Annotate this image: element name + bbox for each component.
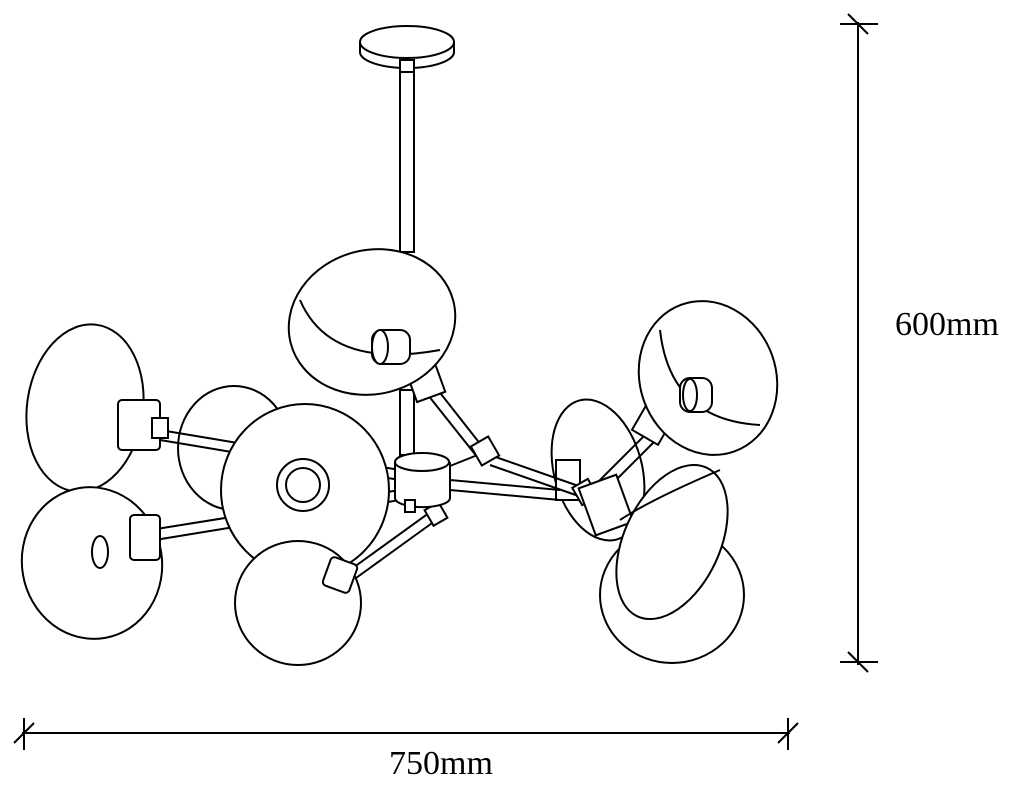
- lamp-shade-left-bottom: [20, 486, 164, 640]
- lamp-shade-front-center: [220, 403, 390, 577]
- down-rod: [399, 71, 415, 253]
- width-dimension-line: [13, 718, 799, 750]
- width-dimension-label: 750mm: [389, 745, 493, 782]
- lamp-shade-left-top: [25, 323, 169, 493]
- lamp-shade-right-front: [577, 463, 729, 621]
- height-dimension-label: 600mm: [895, 306, 999, 343]
- lamp-shade-bottom-center: [234, 540, 362, 666]
- height-dimension-line: [840, 13, 878, 673]
- central-hub: [394, 452, 451, 513]
- ceiling-canopy: [359, 25, 455, 73]
- lamp-shade-top-right: [630, 300, 779, 456]
- lamp-shade-top-center: [287, 248, 457, 404]
